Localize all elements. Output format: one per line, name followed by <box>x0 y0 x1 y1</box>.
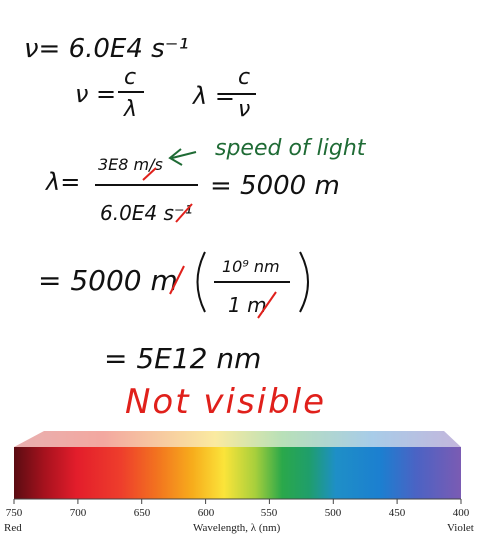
cancel-mark-m-left <box>169 265 185 295</box>
spectrum-graphic <box>13 431 462 504</box>
tick-label-700: 700 <box>69 507 87 519</box>
calc-lhs: λ= <box>44 168 80 196</box>
lambda-formula-numerator: c <box>238 65 250 90</box>
tick-label-550: 550 <box>260 507 278 519</box>
tick-label-650: 650 <box>133 507 151 519</box>
tick-label-450: 450 <box>388 507 406 519</box>
cancel-mark-m-right <box>257 291 277 319</box>
cancel-mark-s-bottom <box>175 203 193 223</box>
spectrum-bevel-top <box>14 431 461 447</box>
annotation-arrow <box>168 148 197 166</box>
calc-numerator: 3E8 m/s <box>98 155 163 174</box>
violet-end-label: Violet <box>447 522 474 534</box>
conversion-denominator: 1 m <box>228 293 267 317</box>
red-end-label: Red <box>4 522 22 534</box>
verdict-not-visible: Not visible <box>125 382 326 422</box>
tick-label-400: 400 <box>452 507 470 519</box>
calc-result: = 5000 m <box>210 171 340 201</box>
nu-formula-numerator: c <box>124 65 136 90</box>
spectrum-band <box>14 447 461 499</box>
frequency-given: ν= 6.0E4 s⁻¹ <box>24 34 189 64</box>
conversion-lhs: = 5000 m <box>38 264 178 297</box>
tick-label-750: 750 <box>5 507 23 519</box>
conversion-numerator: 10⁹ nm <box>222 257 280 276</box>
nu-formula-denominator: λ <box>123 97 137 122</box>
nu-formula-lhs: ν = <box>75 80 116 108</box>
tick-marks <box>13 499 462 504</box>
tick-label-500: 500 <box>324 507 342 519</box>
final-answer: = 5E12 nm <box>104 342 261 375</box>
handwritten-notes: ν= 6.0E4 s⁻¹ ν = c λ λ = c ν speed of li… <box>24 34 367 422</box>
tick-label-600: 600 <box>197 507 215 519</box>
left-parenthesis <box>196 251 206 313</box>
visible-spectrum-figure: 750 700 650 600 550 500 450 400 Red Wave… <box>0 425 497 551</box>
speed-of-light-annotation: speed of light <box>215 136 367 161</box>
calc-denominator: 6.0E4 s⁻¹ <box>100 201 193 225</box>
lambda-formula-denominator: ν <box>238 97 250 122</box>
wavelength-axis-label: Wavelength, λ (nm) <box>193 522 281 534</box>
cancel-mark-s-top <box>142 167 157 181</box>
lambda-formula-lhs: λ = <box>191 82 235 110</box>
right-parenthesis <box>299 251 309 313</box>
